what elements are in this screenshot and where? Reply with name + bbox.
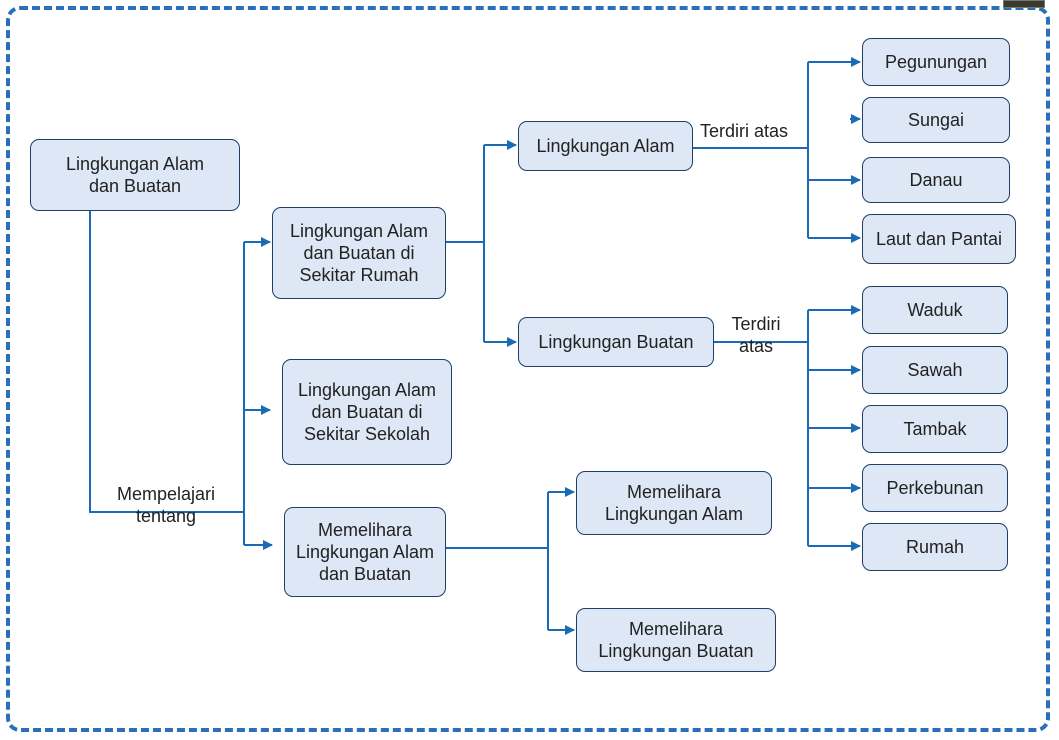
edge-label-mempelajari: Mempelajari tentang bbox=[116, 484, 216, 526]
edge-label-terdiri-buatan: Terdiri atas bbox=[731, 314, 781, 356]
connector-root bbox=[89, 210, 244, 513]
node-buatan-item: Sawah bbox=[862, 346, 1008, 394]
node-sekitar-rumah: Lingkungan Alam dan Buatan di Sekitar Ru… bbox=[272, 207, 446, 299]
node-alam-item: Pegunungan bbox=[862, 38, 1010, 86]
node-root: Lingkungan Alam dan Buatan bbox=[30, 139, 240, 211]
node-memelihara-buatan: Memelihara Lingkungan Buatan bbox=[576, 608, 776, 672]
edge-label-terdiri-alam: Terdiri atas bbox=[700, 121, 789, 141]
diagram-frame bbox=[6, 6, 1050, 732]
corner-thumbnail bbox=[1003, 0, 1045, 8]
node-lingkungan-alam: Lingkungan Alam bbox=[518, 121, 693, 171]
node-buatan-item: Tambak bbox=[862, 405, 1008, 453]
node-buatan-item: Perkebunan bbox=[862, 464, 1008, 512]
node-memelihara: Memelihara Lingkungan Alam dan Buatan bbox=[284, 507, 446, 597]
node-buatan-item: Waduk bbox=[862, 286, 1008, 334]
node-buatan-item: Rumah bbox=[862, 523, 1008, 571]
node-alam-item: Danau bbox=[862, 157, 1010, 203]
node-alam-item: Laut dan Pantai bbox=[862, 214, 1016, 264]
node-lingkungan-buatan: Lingkungan Buatan bbox=[518, 317, 714, 367]
node-memelihara-alam: Memelihara Lingkungan Alam bbox=[576, 471, 772, 535]
node-alam-item: Sungai bbox=[862, 97, 1010, 143]
node-sekitar-sekolah: Lingkungan Alam dan Buatan di Sekitar Se… bbox=[282, 359, 452, 465]
